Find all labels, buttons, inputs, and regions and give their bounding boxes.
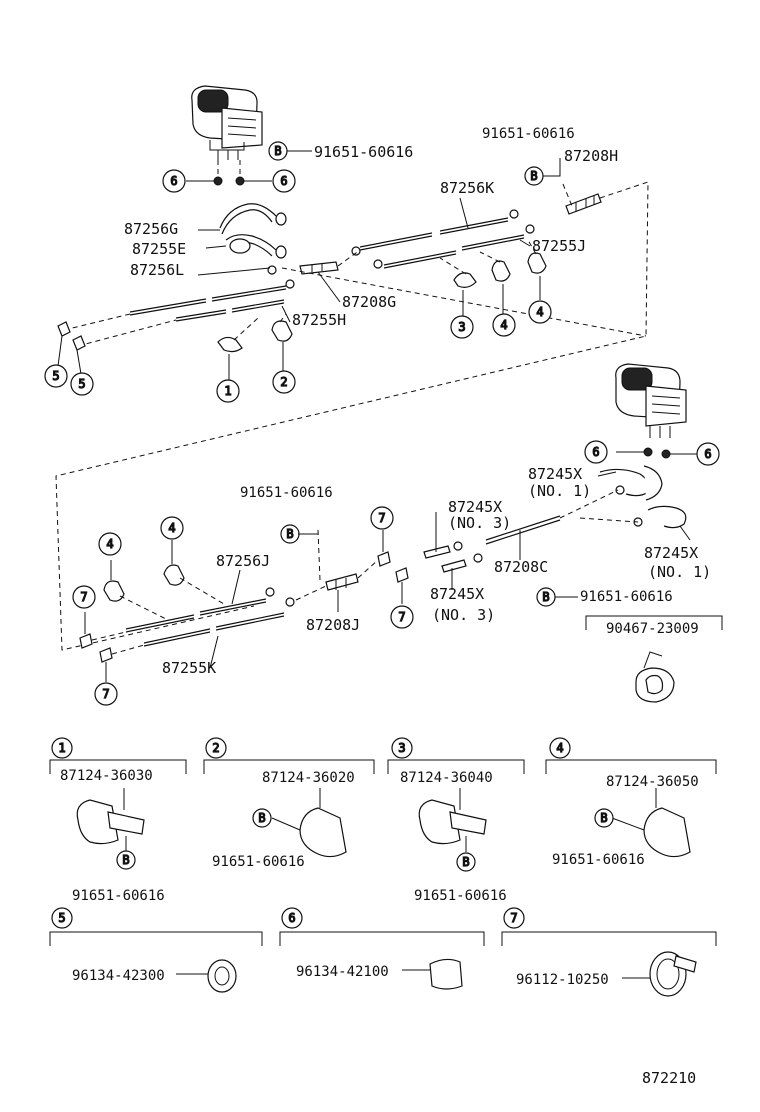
detail-3-part: 87124-36040 <box>400 770 493 786</box>
detail-3-bolt: 91651-60616 <box>414 888 507 904</box>
heater-unit-lower <box>615 363 698 459</box>
callout-b: B <box>462 855 469 869</box>
part-labels: 91651-60616 91651-60616 87208H 87256K 87… <box>124 126 711 677</box>
detail-7-part: 96112-10250 <box>516 972 609 988</box>
label-no3-b: (NO. 3) <box>432 606 495 624</box>
label-87208H: 87208H <box>564 147 618 165</box>
label-87255K: 87255K <box>162 659 216 677</box>
upper-right-assembly <box>55 181 649 651</box>
callout-6: 6 <box>592 445 599 459</box>
label-87255E: 87255E <box>132 240 186 258</box>
callout-b: B <box>122 853 129 867</box>
label-87255H: 87255H <box>292 311 346 329</box>
callout-5: 5 <box>78 377 85 391</box>
callout-b: B <box>530 169 537 183</box>
label-87208J: 87208J <box>306 616 360 634</box>
detail-labels: 87124-36030 91651-60616 87124-36020 9165… <box>60 768 699 1087</box>
label-87245X-no1-b: 87245X <box>644 544 698 562</box>
callout-4: 4 <box>106 537 113 551</box>
label-no1-a: (NO. 1) <box>528 482 591 500</box>
callout-b: B <box>274 144 281 158</box>
heater-unit-upper <box>191 85 263 160</box>
callout-5: 5 <box>52 369 59 383</box>
callout-6: 6 <box>288 911 295 925</box>
label-87245X-no1-a: 87245X <box>528 465 582 483</box>
callout-7: 7 <box>102 687 109 701</box>
lower-assembly <box>79 465 723 703</box>
callout-4: 4 <box>500 318 507 332</box>
label-no3-a: (NO. 3) <box>448 514 511 532</box>
label-91651-c: 91651-60616 <box>240 485 333 501</box>
detail-6-part: 96134-42100 <box>296 964 389 980</box>
callout-2: 2 <box>280 375 287 389</box>
callout-5: 5 <box>58 911 65 925</box>
label-91651-a: 91651-60616 <box>314 143 413 161</box>
detail-boxes <box>49 759 717 997</box>
label-87256L: 87256L <box>130 261 184 279</box>
callout-2: 2 <box>212 741 219 755</box>
callout-3: 3 <box>398 741 405 755</box>
callout-7: 7 <box>510 911 517 925</box>
detail-2-bolt: 91651-60616 <box>212 854 305 870</box>
label-91651-d: 91651-60616 <box>580 589 673 605</box>
callout-6: 6 <box>170 174 177 188</box>
callout-4: 4 <box>536 305 543 319</box>
detail-1-part: 87124-36030 <box>60 768 153 784</box>
callout-7: 7 <box>378 511 385 525</box>
detail-1-bolt: 91651-60616 <box>72 888 165 904</box>
detail-2-part: 87124-36020 <box>262 770 355 786</box>
detail-5-part: 96134-42300 <box>72 968 165 984</box>
detail-4-part: 87124-36050 <box>606 774 699 790</box>
callout-4: 4 <box>168 521 175 535</box>
label-87208C: 87208C <box>494 558 548 576</box>
callout-b: B <box>286 527 293 541</box>
callouts: B B 6 6 5 5 1 2 3 4 4 6 6 B 7 4 4 7 B 7 … <box>44 141 720 929</box>
callout-4: 4 <box>556 741 563 755</box>
callout-6: 6 <box>704 447 711 461</box>
label-no1-b: (NO. 1) <box>648 563 711 581</box>
label-87255J: 87255J <box>532 237 586 255</box>
detail-4-bolt: 91651-60616 <box>552 852 645 868</box>
upper-left-assembly <box>57 160 361 380</box>
label-87256K: 87256K <box>440 179 494 197</box>
callout-b: B <box>600 811 607 825</box>
callout-b: B <box>542 590 549 604</box>
label-90467: 90467-23009 <box>606 621 699 637</box>
callout-7: 7 <box>398 610 405 624</box>
callout-1: 1 <box>58 741 65 755</box>
callout-1: 1 <box>224 384 231 398</box>
label-87256G: 87256G <box>124 220 178 238</box>
label-87245X-no3-b: 87245X <box>430 585 484 603</box>
callout-6: 6 <box>280 174 287 188</box>
callout-7: 7 <box>80 590 87 604</box>
label-87256J: 87256J <box>216 552 270 570</box>
callout-3: 3 <box>458 320 465 334</box>
label-87208G: 87208G <box>342 293 396 311</box>
callout-b: B <box>258 811 265 825</box>
label-91651-b: 91651-60616 <box>482 126 575 142</box>
diagram-id: 872210 <box>642 1069 696 1087</box>
label-87245X-no3-a: 87245X <box>448 498 502 516</box>
leader-lines <box>197 150 691 669</box>
